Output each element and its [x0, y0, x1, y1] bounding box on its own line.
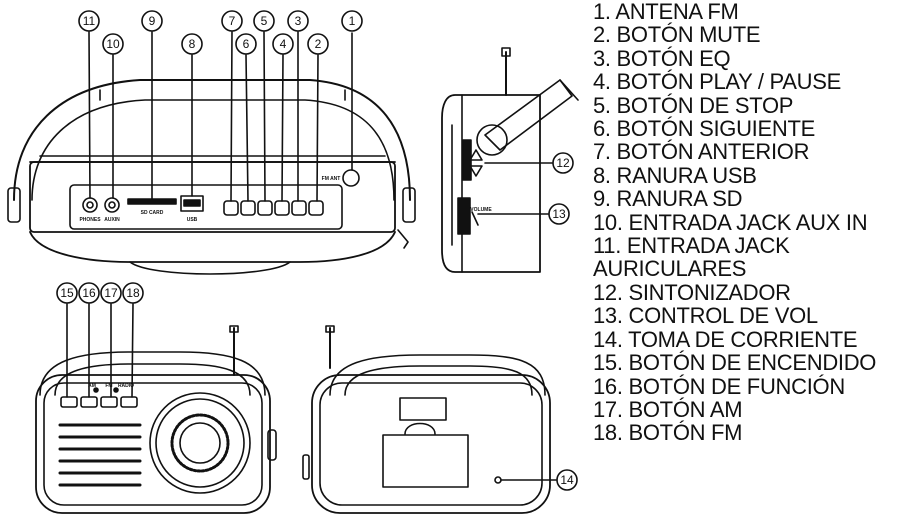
callout-10: 10 — [106, 37, 120, 51]
retro-front-view — [35, 303, 277, 514]
mode-label-radio: RADIO — [118, 383, 134, 389]
callout-15: 15 — [60, 286, 74, 300]
side-view — [441, 47, 579, 273]
mode-label-am: AM — [88, 383, 96, 389]
legend-item-11-cont: AURICULARES — [593, 256, 747, 282]
legend-item-10: 10. ENTRADA JACK AUX IN — [593, 209, 868, 235]
volume-label: VOLUME — [470, 207, 492, 213]
callout-17: 17 — [104, 286, 118, 300]
callout-7: 7 — [229, 14, 236, 28]
legend-item-16: 16. BOTÓN DE FUNCIÓN — [593, 373, 845, 399]
legend-item-11: 11. ENTRADA JACK — [593, 233, 790, 259]
legend-item-18: 18. BOTÓN FM — [593, 420, 743, 446]
auxin-label: AUXIN — [104, 217, 120, 223]
front-view — [7, 31, 416, 275]
legend-item-8: 8. RANURA USB — [593, 162, 757, 188]
callout-9: 9 — [149, 14, 156, 28]
legend-item-6: 6. BOTÓN SIGUIENTE — [593, 116, 815, 142]
legend-item-14: 14. TOMA DE CORRIENTE — [593, 326, 858, 352]
sd-card-label: SD CARD — [141, 210, 164, 216]
callout-3: 3 — [295, 14, 302, 28]
callout-12: 12 — [556, 156, 570, 170]
callout-13: 13 — [552, 207, 566, 221]
callout-1: 1 — [349, 14, 356, 28]
callout-5: 5 — [261, 14, 268, 28]
callout-11: 11 — [83, 14, 96, 28]
legend-item-7: 7. BOTÓN ANTERIOR — [593, 139, 810, 165]
legend-item-13: 13. CONTROL DE VOL — [593, 303, 818, 329]
legend-item-17: 17. BOTÓN AM — [593, 396, 743, 422]
back-view — [302, 325, 557, 514]
legend-item-4: 4. BOTÓN PLAY / PAUSE — [593, 69, 842, 95]
legend-item-12: 12. SINTONIZADOR — [593, 279, 791, 305]
legend: 1. ANTENA FM 2. BOTÓN MUTE 3. BOTÓN EQ 4… — [593, 0, 919, 524]
callout-2: 2 — [315, 37, 322, 51]
callout-6: 6 — [243, 37, 250, 51]
radio-diagram: 11 10 9 8 7 6 5 4 3 2 1 12 13 14 15 16 1… — [7, 10, 579, 514]
legend-item-15: 15. BOTÓN DE ENCENDIDO — [593, 350, 877, 376]
callout-8: 8 — [189, 37, 196, 51]
legend-item-2: 2. BOTÓN MUTE — [593, 22, 761, 48]
callout-18: 18 — [126, 286, 140, 300]
phones-label: PHONES — [79, 217, 101, 223]
legend-item-1: 1. ANTENA FM — [593, 0, 739, 24]
callout-circles — [56, 10, 578, 491]
mode-label-fm: FM — [105, 383, 112, 389]
legend-item-5: 5. BOTÓN DE STOP — [593, 92, 794, 118]
fm-ant-label: FM ANT — [322, 176, 341, 182]
legend-item-9: 9. RANURA SD — [593, 186, 743, 212]
callout-16: 16 — [82, 286, 96, 300]
legend-item-3: 3. BOTÓN EQ — [593, 45, 731, 71]
callout-4: 4 — [280, 37, 287, 51]
callout-14: 14 — [560, 473, 574, 487]
usb-label: USB — [187, 217, 198, 223]
